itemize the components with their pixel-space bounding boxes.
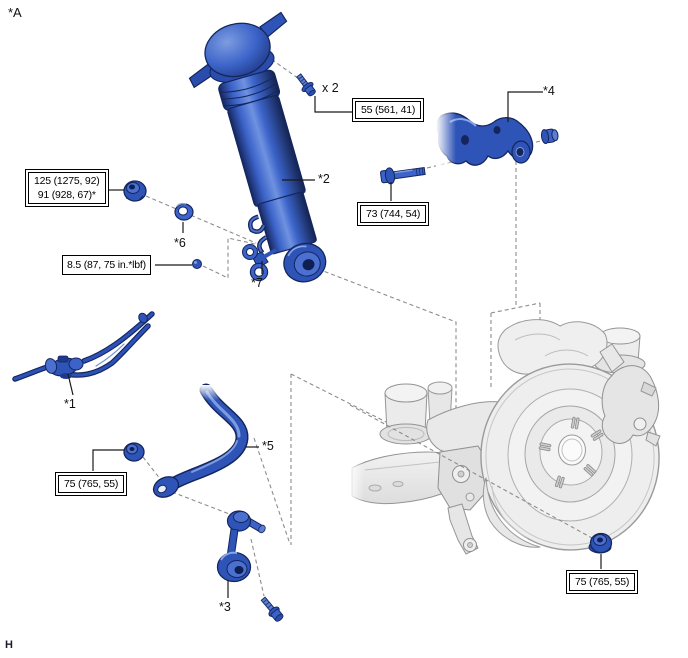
sensor-connector: [44, 355, 84, 379]
torque-callout-upper-arm-bolt: 73 (744, 54): [357, 202, 430, 226]
torque-value-alt: 91 (928, 67)*: [37, 189, 96, 201]
stabilizer-bar-nut: [123, 442, 145, 462]
view-label: *A: [8, 5, 22, 20]
stabilizer-bar: [152, 383, 249, 498]
shock-absorber: [188, 11, 327, 283]
stabilizer-link: [216, 510, 266, 583]
part-label-7: *7: [251, 276, 263, 290]
torque-value: 75 (765, 55): [575, 576, 630, 588]
part-label-1: *1: [64, 397, 76, 411]
shock-upper-bolt: [296, 73, 316, 97]
upper-arm-nut: [540, 128, 559, 145]
torque-callout-shock-upper-bolt: 55 (561, 41): [352, 98, 425, 122]
bracket-screw: [192, 259, 202, 269]
part-label-4: *4: [543, 84, 555, 98]
arm-pivot-bracket: [437, 445, 489, 511]
torque-callout-stabilizer-bar-nut: 75 (765, 55): [55, 472, 128, 496]
upper-control-arm: [436, 108, 534, 168]
axle-hub-reference-illustration: [348, 319, 661, 555]
torque-value: 75 (765, 55): [64, 478, 119, 490]
quantity-label: x 2: [322, 81, 339, 95]
part-label-6: *6: [174, 236, 186, 250]
lug-slots: [538, 416, 604, 489]
arm-to-hub-nut: [588, 532, 613, 554]
torque-value: 73 (744, 54): [366, 208, 421, 220]
upper-arm-bolt: [380, 166, 426, 185]
torque-value: 8.5 (87, 75 in.*lbf): [67, 259, 146, 271]
part-label-2: *2: [318, 172, 330, 186]
torque-callout-shock-upper-nut: 125 (1275, 92) 91 (928, 67)*: [25, 169, 109, 207]
torque-callout-arm-to-hub-nut: 75 (765, 55): [566, 570, 639, 594]
shock-lower-bracket: [242, 244, 277, 282]
part-label-3: *3: [219, 600, 231, 614]
leader-lines: [67, 91, 602, 598]
speed-sensor-harness: [12, 311, 155, 382]
shock-upper-nut: [123, 180, 147, 202]
caliper-bracket: [599, 343, 661, 447]
torque-value: 125 (1275, 92): [34, 175, 100, 187]
knuckle-upper-mass: [497, 319, 608, 376]
stabilizer-link-bolt: [260, 596, 284, 622]
page-footer-label: H: [5, 639, 13, 651]
backing-plate: [482, 477, 541, 548]
lower-link: [447, 503, 479, 555]
torque-callout-bracket-screw: 8.5 (87, 75 in.*lbf): [62, 255, 151, 275]
torque-value: 55 (561, 41): [361, 104, 416, 116]
washer: [174, 202, 194, 221]
part-label-5: *5: [262, 439, 274, 453]
